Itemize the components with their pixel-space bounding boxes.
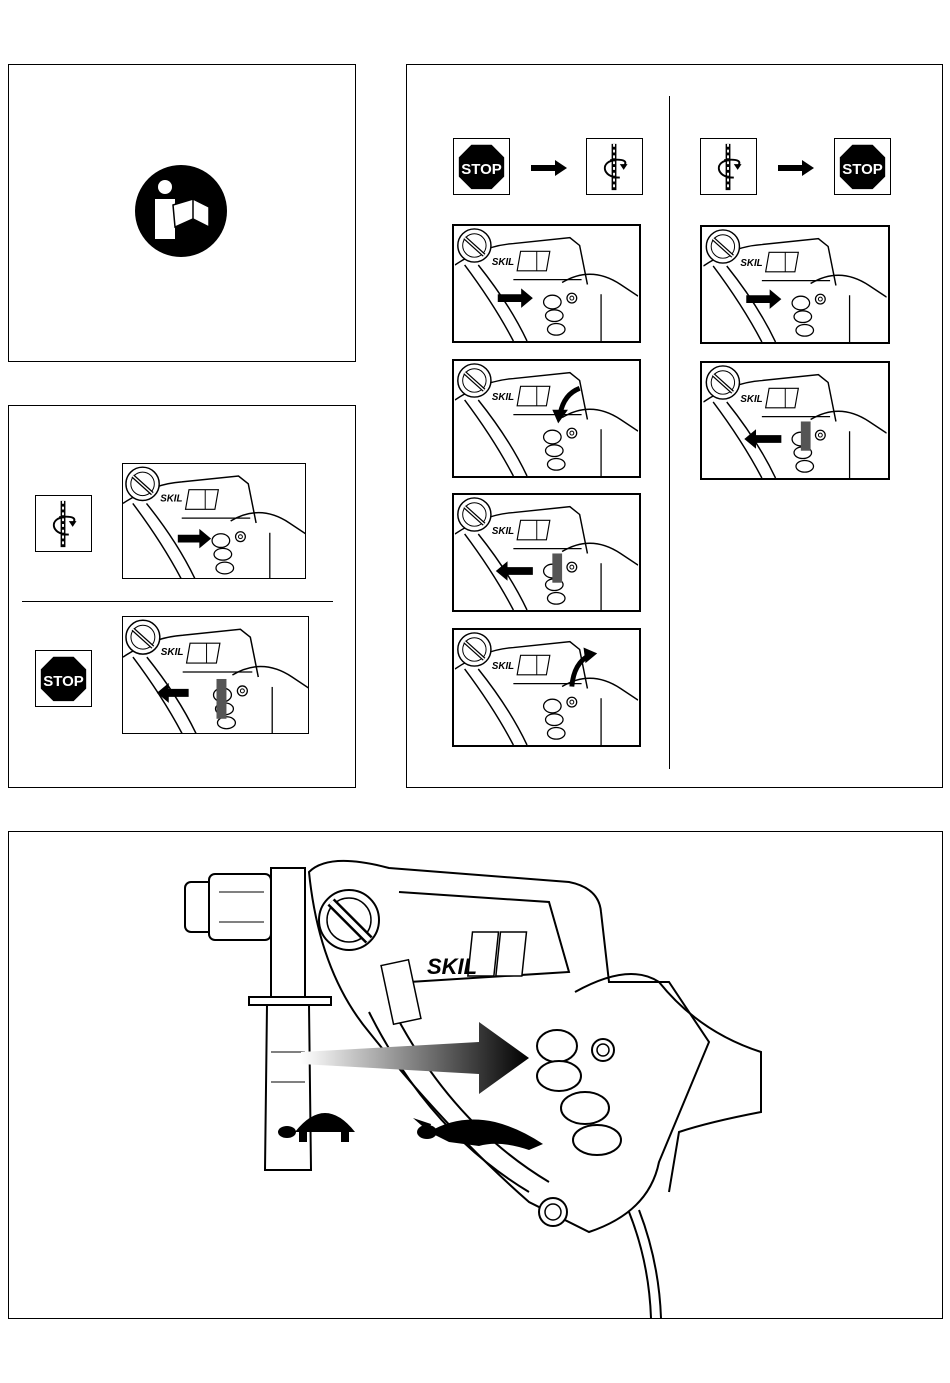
skil-logo: SKIL — [161, 647, 184, 658]
drill-variable-speed-illustration: SKIL — [184, 859, 762, 1318]
switch-basic-panel: SKIL STOP SKIL — [8, 405, 356, 788]
step-release-trigger: SKIL — [452, 493, 641, 612]
stop-sign-icon: STOP — [453, 138, 510, 195]
step-lift-finger: SKIL — [452, 628, 641, 747]
skil-logo: SKIL — [492, 392, 514, 403]
read-manual-icon — [135, 165, 227, 257]
skil-logo: SKIL — [492, 661, 514, 672]
hare-fast-icon — [413, 1118, 543, 1150]
step-press-trigger: SKIL — [452, 224, 641, 343]
stop-label: STOP — [461, 161, 502, 178]
skil-logo: SKIL — [492, 526, 514, 537]
column-divider — [669, 96, 670, 769]
stop-label: STOP — [43, 673, 84, 690]
variable-speed-panel: SKIL — [8, 831, 943, 1319]
skil-logo: SKIL — [427, 954, 477, 979]
press-trigger-illustration: SKIL — [122, 463, 306, 579]
rotation-on-icon — [35, 495, 92, 552]
speed-gradient-arrow — [301, 1022, 529, 1094]
manual-panel — [8, 64, 356, 362]
divider — [22, 601, 333, 602]
rotation-on-icon — [700, 138, 757, 195]
arrow-right-icon — [177, 528, 212, 549]
step-press-trigger-unlock: SKIL — [700, 225, 890, 344]
rotation-on-icon — [586, 138, 643, 195]
step-release-trigger-stop: SKIL — [700, 361, 890, 480]
step-push-lock-button: SKIL — [452, 359, 641, 478]
arrow-right-icon — [531, 160, 567, 176]
skil-logo: SKIL — [492, 257, 514, 268]
stop-sign-icon: STOP — [834, 138, 891, 195]
arrow-left-icon — [156, 682, 189, 703]
turtle-slow-icon — [278, 1113, 355, 1142]
switch-lock-panel: STOP STOP SKIL SKIL SKIL SKI — [406, 64, 943, 788]
skil-logo: SKIL — [740, 394, 762, 405]
skil-logo: SKIL — [740, 258, 762, 269]
stop-label: STOP — [842, 161, 883, 178]
arrow-right-icon — [778, 160, 814, 176]
release-trigger-illustration: SKIL — [122, 616, 309, 734]
skil-logo: SKIL — [160, 493, 182, 504]
stop-sign-icon: STOP — [35, 650, 92, 707]
